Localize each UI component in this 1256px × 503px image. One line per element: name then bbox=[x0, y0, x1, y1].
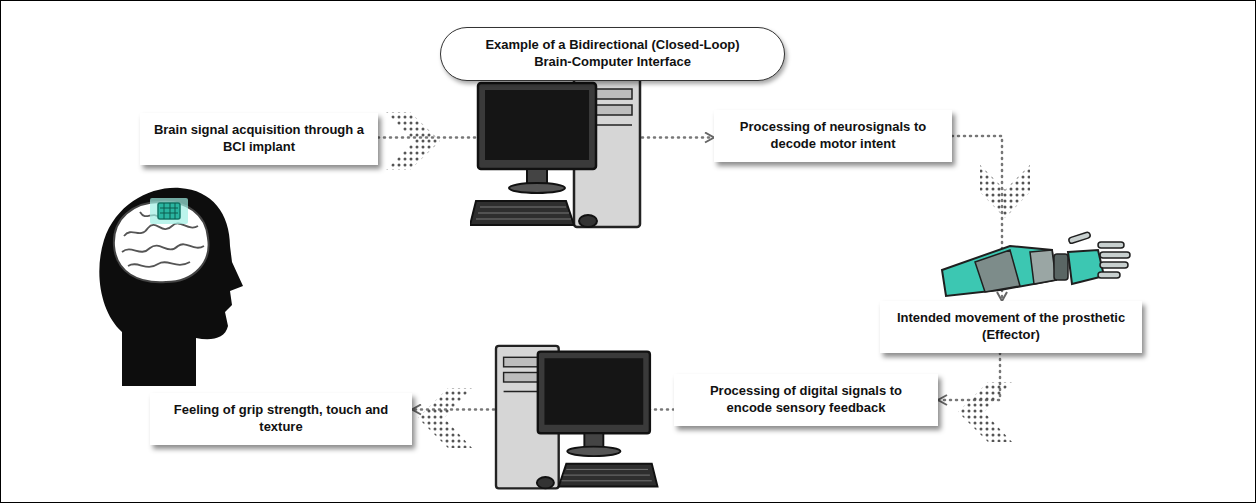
dotted-chevron bbox=[980, 165, 1030, 218]
computer-icon bbox=[496, 346, 658, 489]
label-box: Processing of digital signals to encode … bbox=[674, 374, 938, 426]
box-text: Processing of digital signals to encode … bbox=[686, 383, 926, 417]
computer-icon bbox=[470, 77, 640, 227]
prosthetic-arm bbox=[942, 231, 1130, 296]
label-box: Intended movement of the prosthetic (Eff… bbox=[880, 301, 1142, 353]
label-box: Processing of neurosignals to decode mot… bbox=[714, 110, 952, 162]
dotted-chevron bbox=[958, 382, 1012, 442]
dotted-chevron bbox=[418, 388, 472, 448]
box-text: Processing of neurosignals to decode mot… bbox=[726, 119, 940, 153]
title-pill: Example of a Bidirectional (Closed-Loop)… bbox=[440, 27, 785, 81]
box-text: Brain signal acquisition through a BCI i… bbox=[152, 122, 366, 156]
head-illustration bbox=[99, 188, 243, 386]
box-text: Feeling of grip strength, touch and text… bbox=[162, 402, 400, 436]
label-box: Brain signal acquisition through a BCI i… bbox=[140, 113, 378, 165]
label-box: Feeling of grip strength, touch and text… bbox=[150, 393, 412, 445]
box-text: Intended movement of the prosthetic (Eff… bbox=[892, 310, 1130, 344]
dotted-chevron bbox=[386, 112, 440, 170]
